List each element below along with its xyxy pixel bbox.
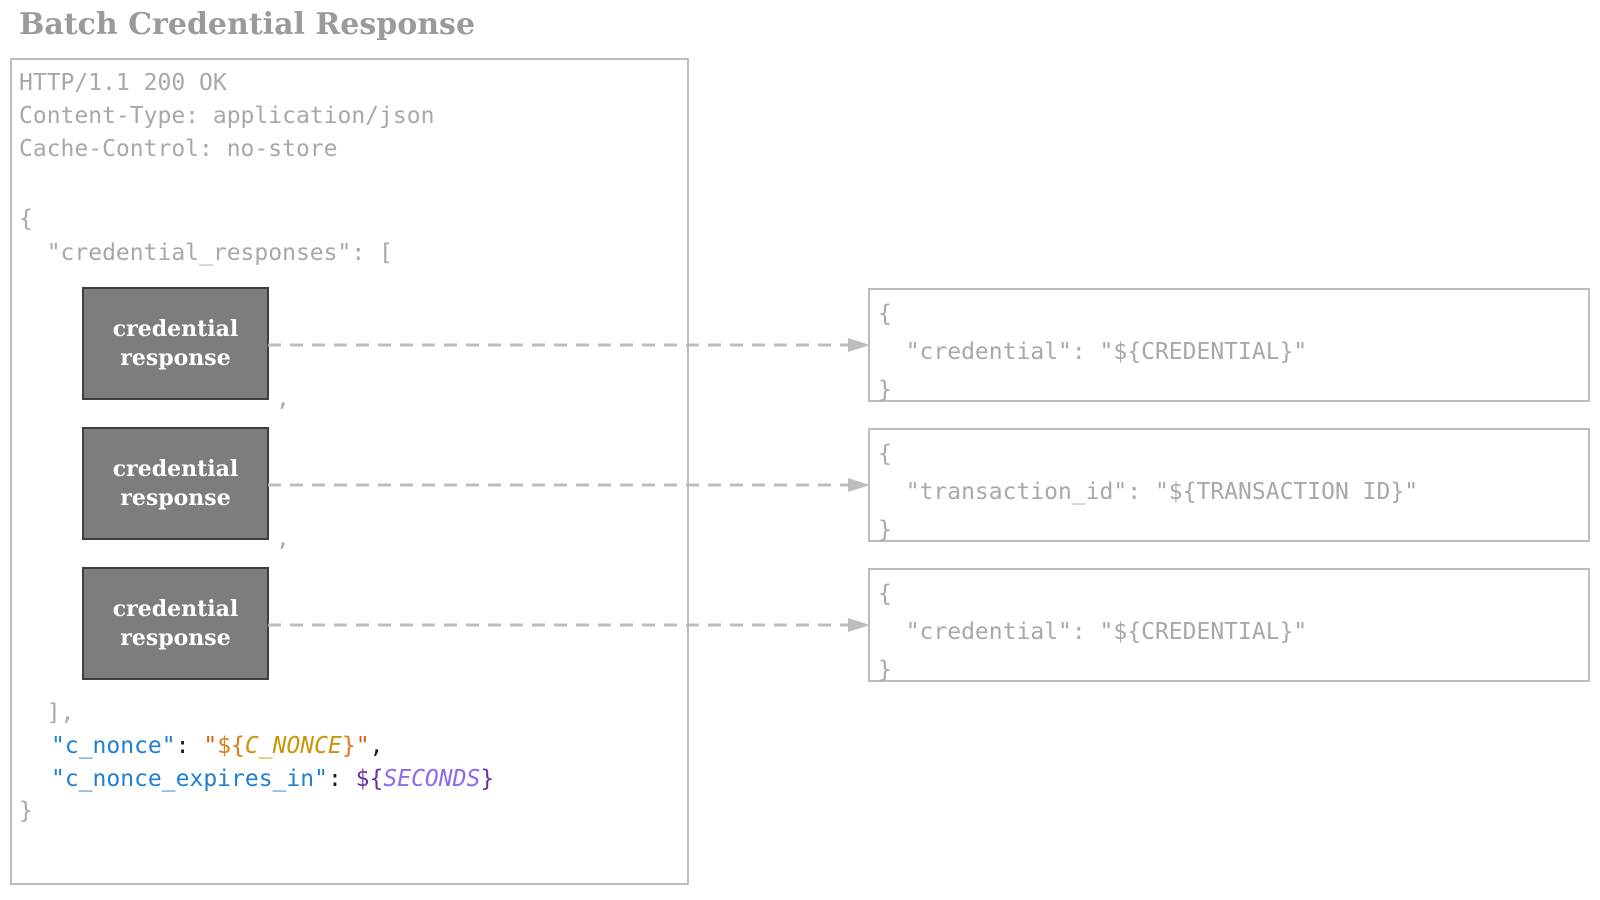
credential-response-box-1-line1: credential [112, 315, 239, 342]
c-nonce-key: "c_nonce" [51, 733, 176, 759]
c-nonce-trailing-comma: , [369, 733, 384, 759]
credential-response-box-2-line1: credential [112, 455, 239, 482]
c-nonce-variable: C_NONCE [244, 733, 342, 759]
credential-response-box-1[interactable]: credential response [82, 287, 269, 400]
credential-response-box-3-line2: response [120, 624, 231, 651]
page-title: Batch Credential Response [19, 7, 476, 42]
c-nonce-brace-close: } [341, 733, 356, 759]
detail-box-3: { "credential": "${CREDENTIAL}" } [868, 568, 1590, 683]
detail-box-2: { "transaction_id": "${TRANSACTION ID}" … [868, 428, 1590, 543]
c-nonce-line: "c_nonce": "${C_NONCE}", [51, 730, 383, 763]
detail-box-3-code: { "credential": "${CREDENTIAL}" } [878, 581, 1308, 683]
detail-box-2-code: { "transaction_id": "${TRANSACTION ID}" … [878, 441, 1419, 543]
credential-response-box-2-comma: , [276, 526, 290, 552]
c-nonce-expires-in-variable: SECONDS [383, 766, 481, 792]
c-nonce-open-quote: " [203, 733, 218, 759]
batch-credential-response-panel [10, 58, 689, 885]
credential-response-box-2-line2: response [120, 484, 231, 511]
credential-response-box-2[interactable]: credential response [82, 427, 269, 540]
c-nonce-expires-in-key: "c_nonce_expires_in" [51, 766, 328, 792]
detail-box-1-code: { "credential": "${CREDENTIAL}" } [878, 301, 1308, 403]
c-nonce-expires-in-dollar-open: ${ [355, 766, 384, 792]
json-close-array: ], [19, 700, 75, 726]
credential-responses-key: "credential_responses": [ [19, 240, 393, 266]
c-nonce-expires-in-line: "c_nonce_expires_in": ${SECONDS} [51, 763, 494, 796]
c-nonce-expires-in-brace-close: } [480, 766, 495, 792]
c-nonce-close-quote: " [355, 733, 370, 759]
detail-box-1: { "credential": "${CREDENTIAL}" } [868, 288, 1590, 403]
credential-response-box-3-line1: credential [112, 595, 239, 622]
json-close-brace: } [19, 798, 33, 824]
json-open-brace: { [19, 206, 33, 232]
credential-response-box-1-line2: response [120, 344, 231, 371]
c-nonce-dollar-open: ${ [217, 733, 245, 759]
http-header-block: HTTP/1.1 200 OK Content-Type: applicatio… [19, 70, 435, 162]
c-nonce-expires-in-colon: : [327, 766, 342, 792]
credential-response-box-3[interactable]: credential response [82, 567, 269, 680]
credential-response-box-1-comma: , [276, 386, 290, 412]
c-nonce-colon: : [175, 733, 190, 759]
